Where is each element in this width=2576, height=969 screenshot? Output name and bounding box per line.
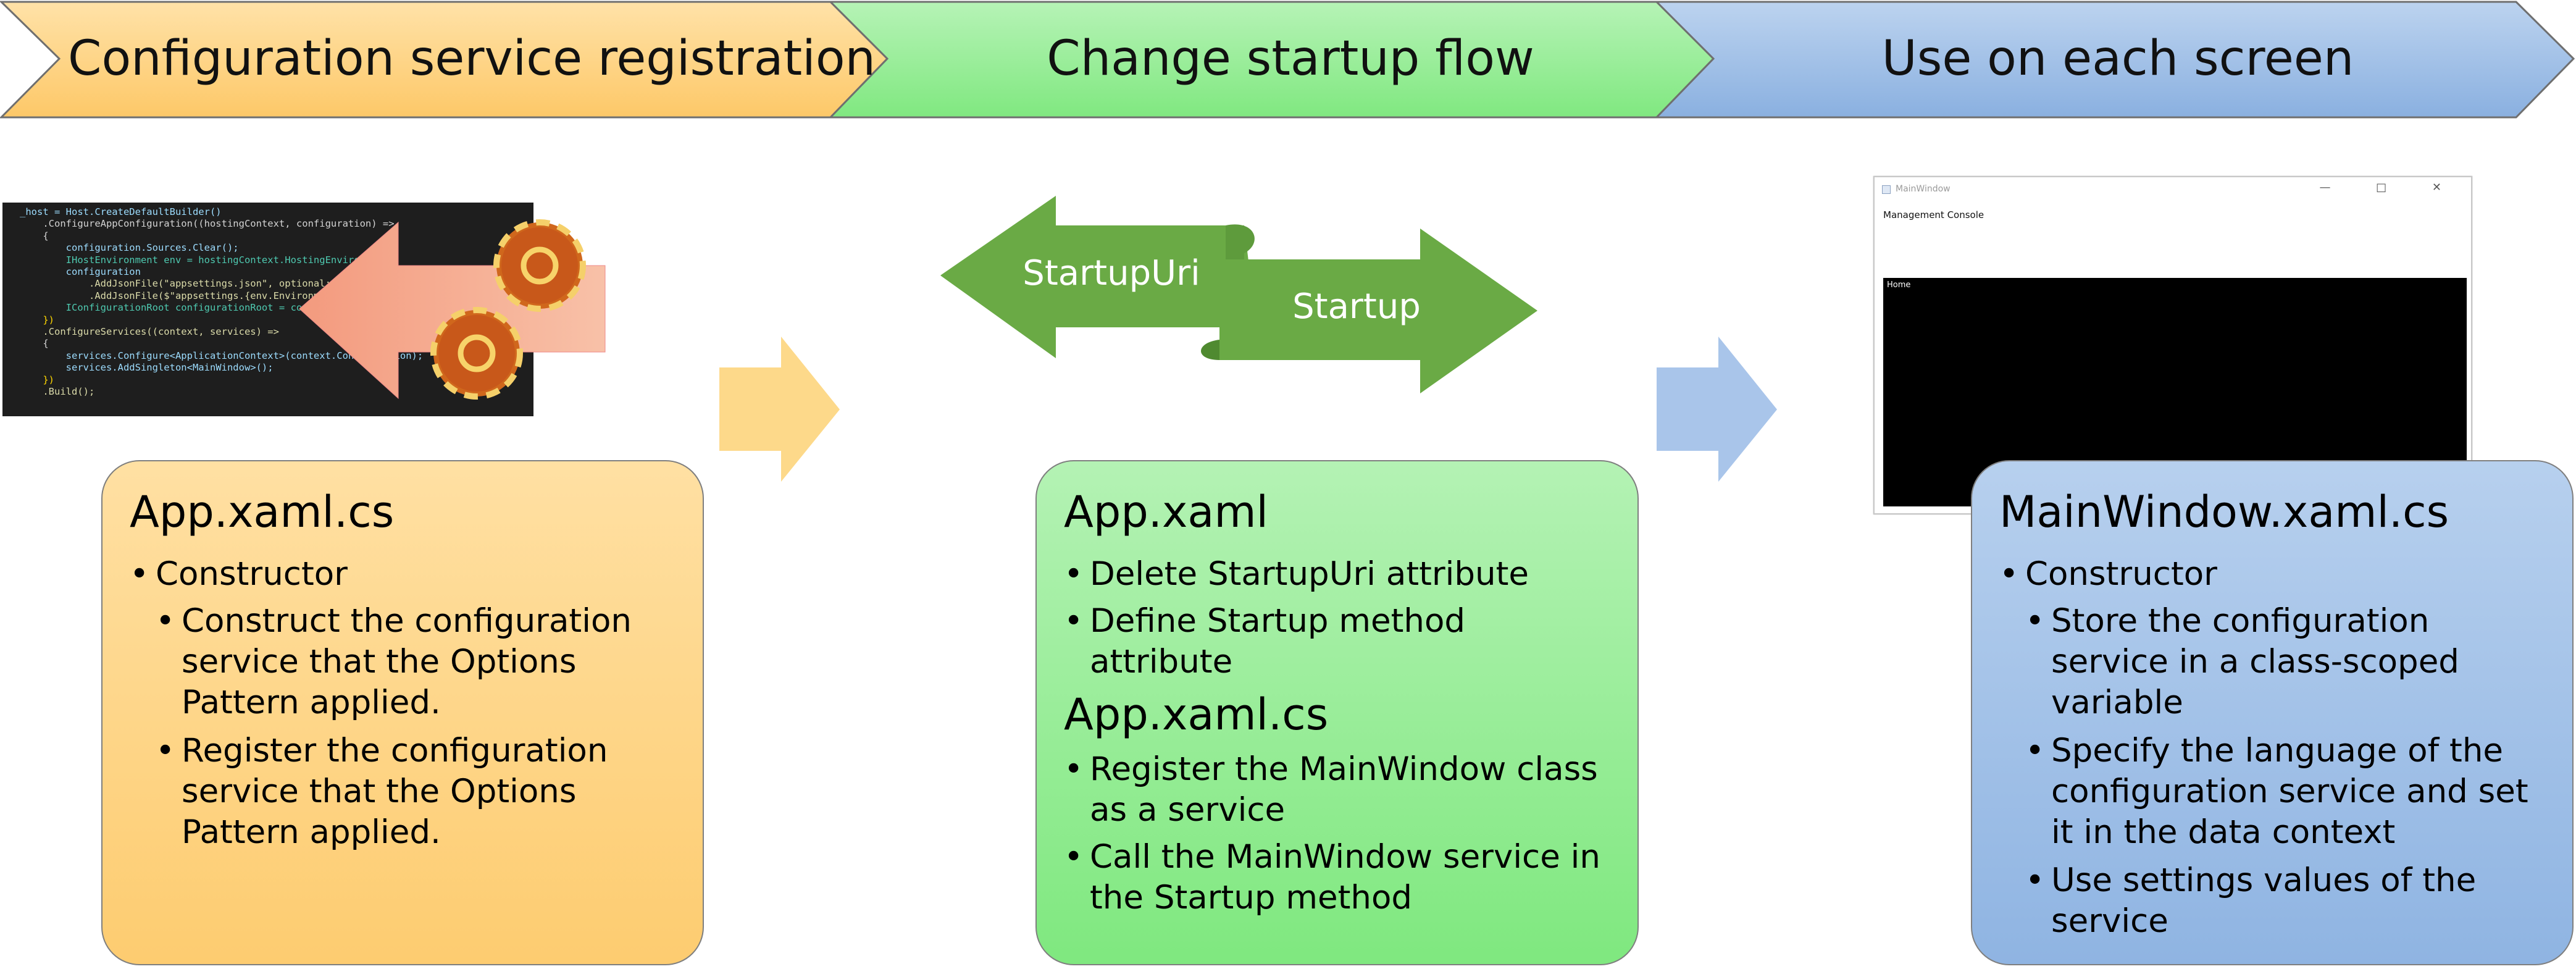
card-registration: App.xaml.cs Constructor Construct the co… [101, 460, 704, 965]
next-arrow-icon [719, 337, 840, 482]
stage-title-screens: Use on each screen [1881, 31, 2354, 86]
list-item: Use settings values of the service [2025, 860, 2548, 942]
process-banner [0, 1, 2575, 119]
startup-swap-graphic: StartupUri Startup [940, 196, 1537, 393]
list-item: Define Startup method attribute [1064, 601, 1613, 682]
window-title: MainWindow [1896, 184, 1951, 194]
stage-title-registration: Configuration service registration [68, 31, 876, 86]
list-item: Store the configuration service in a cla… [2025, 601, 2548, 723]
startup-uri-label: StartupUri [1022, 253, 1200, 293]
console-label: Management Console [1883, 209, 1984, 220]
card-heading: App.xaml.cs [130, 487, 395, 537]
list-item: Call the MainWindow service in the Start… [1064, 837, 1613, 918]
list-item: Delete StartupUri attribute [1064, 554, 1613, 595]
code-line: _host = Host.CreateDefaultBuilder() [20, 206, 222, 217]
startup-uri-arrow [940, 196, 1257, 358]
code-line: { [20, 338, 49, 350]
list-item: Constructor Store the configuration serv… [1999, 554, 2548, 942]
card-heading: App.xaml.cs [1064, 689, 1329, 740]
card-startup: App.xaml Delete StartupUri attribute Def… [1035, 460, 1639, 965]
scroll-curl [1201, 340, 1219, 360]
card-heading: App.xaml [1064, 487, 1268, 537]
code-line: .Build(); [20, 386, 95, 398]
startup-arrow [1219, 229, 1537, 393]
window-controls: — □ ✕ [2319, 181, 2462, 194]
home-tab: Home [1887, 280, 1911, 290]
list-item: Register the configuration service that … [156, 731, 678, 853]
list-item: Construct the configuration service that… [156, 601, 678, 723]
code-line: .ConfigureServices((context, services) =… [20, 326, 279, 338]
list-item: Constructor Construct the configuration … [130, 554, 678, 853]
list-item: Register the MainWindow class as a servi… [1064, 749, 1613, 831]
code-line: services.AddSingleton<MainWindow>(); [20, 362, 274, 374]
code-line: .ConfigureAppConfiguration((hostingConte… [20, 218, 395, 230]
code-line: configuration.Sources.Clear(); [20, 242, 239, 254]
code-line: }) [20, 314, 54, 325]
card-heading: MainWindow.xaml.cs [1999, 487, 2449, 537]
window-titlebar: MainWindow — □ ✕ [1875, 177, 2471, 202]
code-line: { [20, 230, 49, 241]
app-icon [1882, 185, 1891, 194]
stage-chevron-3 [1654, 1, 2575, 119]
code-line: services.Configure<ApplicationContext>(c… [20, 350, 424, 361]
startup-label: Startup [1292, 287, 1421, 327]
next-arrow-icon [1657, 337, 1777, 482]
code-line: IHostEnvironment env = hostingContext.Ho… [20, 254, 395, 266]
gears-arrow-graphic [299, 219, 606, 400]
code-line: configuration [20, 266, 141, 278]
gear-icon [430, 307, 523, 400]
gear-icon [493, 219, 586, 312]
card-screens: MainWindow.xaml.cs Constructor Store the… [1971, 460, 2574, 965]
list-item: Specify the language of the configuratio… [2025, 731, 2548, 853]
stage-title-startup: Change startup flow [1047, 31, 1534, 86]
code-line: }) [20, 374, 54, 385]
